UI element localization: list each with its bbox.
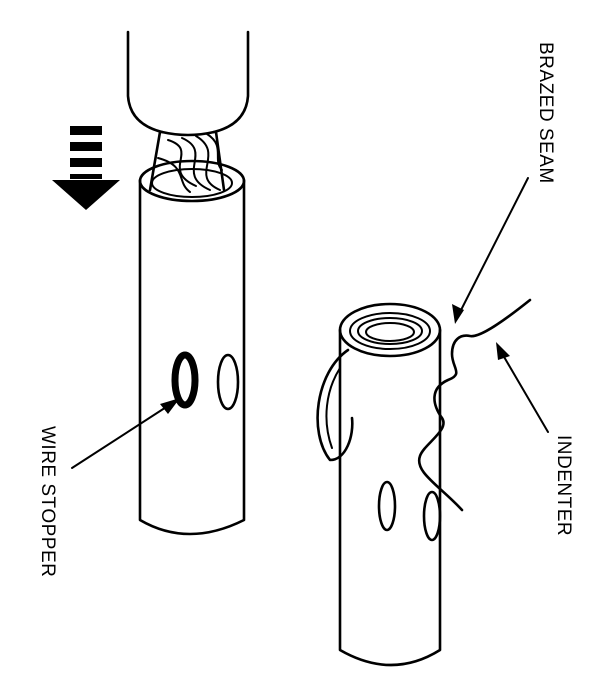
indenter-label: INDENTER [553, 435, 574, 536]
brazed-seam-leader [452, 177, 529, 324]
left-indenter-jaw [316, 348, 354, 462]
crimp-indents [377, 480, 442, 542]
brazed-terminal-body [338, 302, 442, 667]
wire-insulation [126, 30, 250, 137]
brazed-terminal-assembly [316, 177, 549, 667]
brazed-seam-label: BRAZED SEAM [535, 42, 556, 184]
inspection-hole [216, 353, 240, 411]
indenter-crimp [417, 298, 532, 512]
wire-stopper-hole [171, 351, 199, 409]
wire-stopper-leader [71, 398, 180, 469]
wire-and-barrel-assembly [52, 30, 250, 536]
down-arrow-icon [52, 126, 120, 210]
terminal-barrel [138, 159, 246, 536]
indenter-leader [496, 342, 549, 433]
wire-stopper-label: WIRE STOPPER [37, 426, 58, 577]
